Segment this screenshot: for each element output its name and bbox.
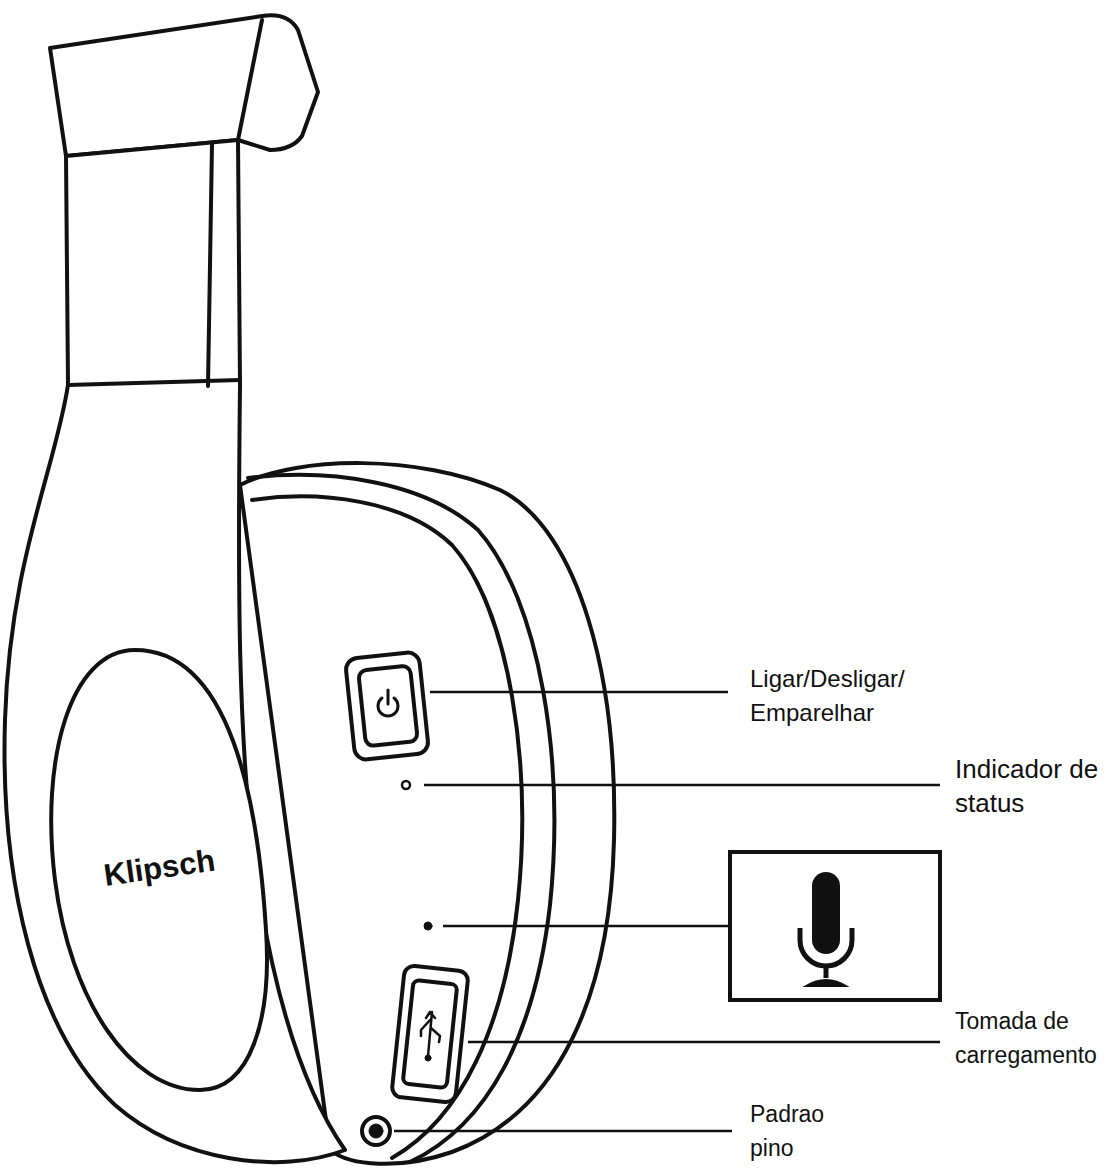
mic-stem: [824, 966, 829, 978]
usb-icon-base: [425, 1055, 431, 1061]
mic-capsule: [812, 872, 840, 954]
part-label: Tomada de carregamento: [955, 1004, 1107, 1072]
headband-cap-edge: [238, 20, 262, 140]
usb-icon: [421, 1012, 440, 1056]
audio-jack: [362, 1117, 390, 1145]
headband-arm: [5, 140, 345, 1162]
part-label: Padrao pino: [750, 1097, 845, 1165]
part-label: Ligar/Desligar/ Emparelhar: [750, 662, 935, 730]
headband-joint: [68, 380, 240, 385]
mic-base: [806, 980, 846, 986]
power-icon: [378, 690, 398, 716]
power-button: [345, 651, 429, 760]
leader-line: [468, 1041, 940, 1044]
leader-line: [424, 784, 940, 787]
headband-inner-line: [208, 144, 212, 386]
status-led: [402, 781, 410, 789]
leader-line: [430, 691, 728, 694]
mic-stand: [800, 928, 852, 966]
mic-symbol-box: [730, 852, 940, 1000]
leader-line: [443, 925, 729, 928]
audio-jack-hole: [369, 1124, 383, 1138]
mic-hole: [424, 922, 432, 930]
leader-line: [394, 1130, 732, 1133]
usb-port: [391, 965, 468, 1103]
headband-cap: [50, 15, 318, 156]
power-button-face: [358, 665, 418, 746]
mic-symbol: [800, 872, 852, 986]
part-label: Indicador de status: [955, 752, 1107, 820]
side-panel: [51, 650, 267, 1090]
usb-port-inner: [403, 980, 458, 1088]
